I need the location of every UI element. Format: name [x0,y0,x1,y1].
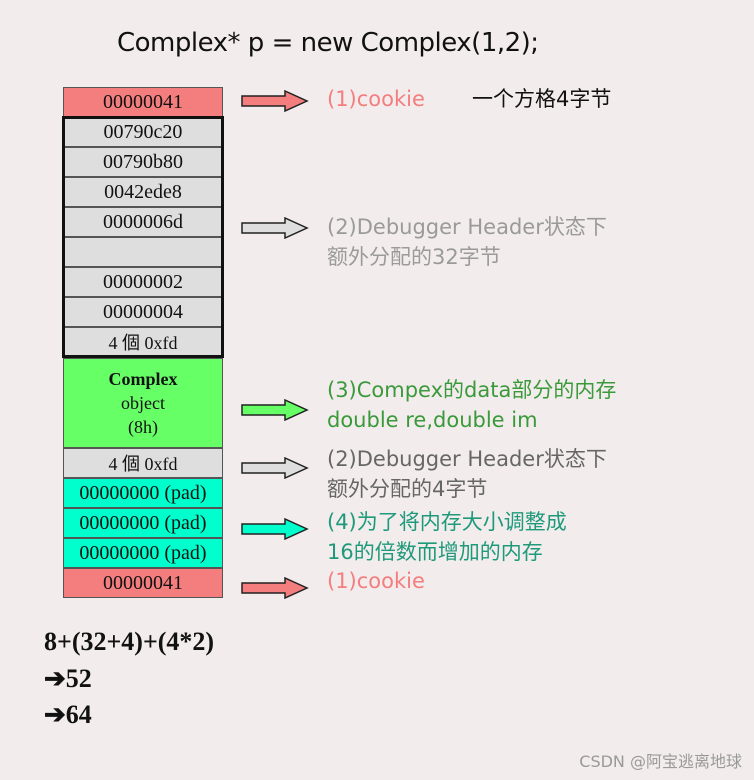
calc-step1-value: 52 [65,664,92,693]
debugger-row: 00790c20 [63,117,223,147]
label-debugger-line1: (2)Debugger Header状态下 [327,215,607,239]
debugger-row: 0000006d [63,207,223,237]
arrow-cookie-bottom-icon [241,577,309,599]
arrow-trailer-icon [241,457,309,479]
label-trailer-line2: 额外分配的4字节 [327,477,488,501]
debugger-row: 00000002 [63,267,223,297]
label-debugger-line2: 额外分配的32字节 [327,245,501,269]
object-line3: (8h) [128,417,158,437]
cookie-bottom-cell: 00000041 [63,568,223,598]
pad-row: 00000000 (pad) [63,538,223,568]
debugger-row-empty [63,237,223,267]
arrow-pad-icon [241,518,309,540]
label-cookie-top: (1)cookie [327,87,425,111]
code-title: Complex* p = new Complex(1,2); [117,28,539,58]
right-arrow-icon: ➔ [44,700,66,729]
label-trailer-line1: (2)Debugger Header状态下 [327,447,607,471]
cookie-top-cell: 00000041 [63,87,223,117]
watermark: CSDN @阿宝逃离地球 [579,752,742,771]
arrow-cookie-top-icon [241,90,309,112]
trailer-fd-cell: 4 個 0xfd [63,448,223,478]
debugger-row: 00000004 [63,297,223,327]
arrow-debugger-icon [241,217,309,239]
pad-row: 00000000 (pad) [63,478,223,508]
debugger-row: 0042ede8 [63,177,223,207]
complex-object-cell: Complex object (8h) [63,358,223,448]
calc-step2: ➔64 [44,700,92,730]
calc-step1: ➔52 [44,664,92,694]
debugger-row-fd: 4 個 0xfd [63,327,223,357]
label-pad-line1: (4)为了将内存大小调整成 [327,510,567,534]
calc-step2-value: 64 [65,700,92,729]
label-cookie-bottom: (1)cookie [327,569,425,593]
label-data-line1: (3)Compex的data部分的内存 [327,378,617,402]
arrow-data-icon [241,399,309,421]
label-data-line2: double re,double im [327,408,538,432]
label-cookie-note: 一个方格4字节 [472,87,612,111]
label-pad-line2: 16的倍数而增加的内存 [327,540,543,564]
object-line2: object [121,393,165,413]
calc-formula: 8+(32+4)+(4*2) [44,627,215,656]
right-arrow-icon: ➔ [44,664,66,693]
object-line1: Complex [108,369,178,389]
debugger-row: 00790b80 [63,147,223,177]
pad-row: 00000000 (pad) [63,508,223,538]
